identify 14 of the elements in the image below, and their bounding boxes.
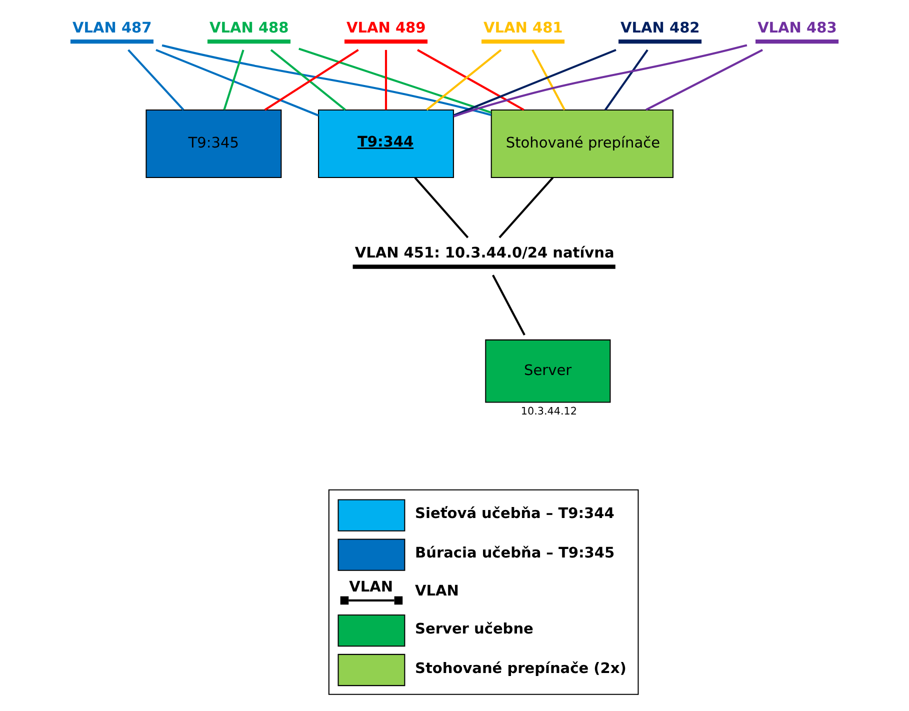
node-label: 10.3.44.12: [520, 406, 577, 418]
node-label: VLAN 451: 10.3.44.0/24 natívna: [354, 246, 614, 262]
node-label: VLAN 489: [346, 20, 426, 36]
node-label: VLAN 487: [72, 20, 152, 36]
node-label: VLAN 483: [758, 20, 837, 36]
legend-label: Búracia učebňa – T9:345: [415, 546, 615, 562]
node-label: VLAN 488: [210, 20, 289, 36]
node-label: VLAN 482: [620, 20, 700, 36]
legend-label: Stohované prepínače (2x): [415, 660, 626, 677]
legend-label: VLAN: [415, 583, 459, 600]
label: VLAN: [349, 579, 394, 596]
legend-label: Sieťová učebňa – T9:344: [415, 506, 614, 522]
legend-label: Server učebne: [415, 621, 534, 638]
node-label: VLAN 481: [484, 20, 563, 36]
